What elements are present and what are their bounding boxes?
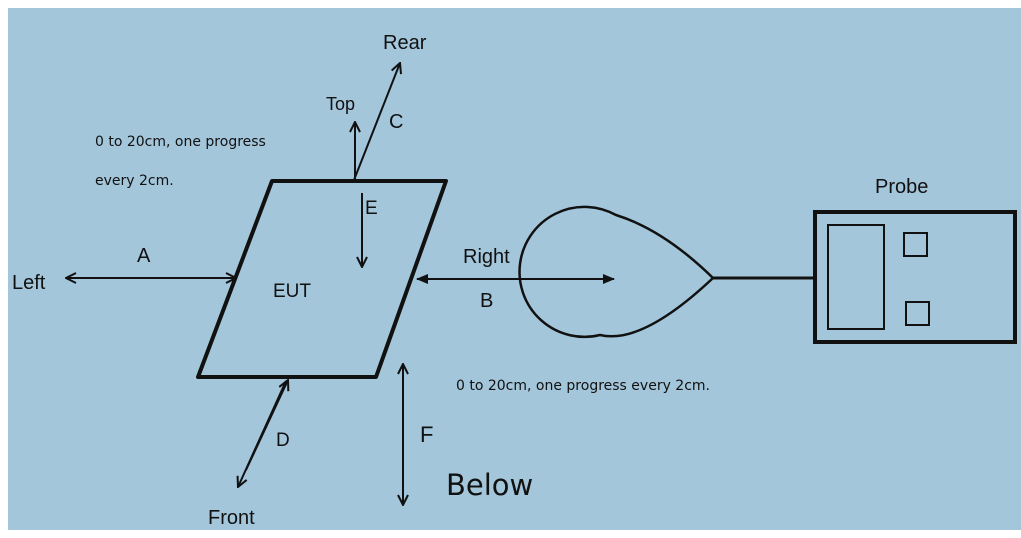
arrow-c-rear [353, 63, 400, 181]
label-f: F [420, 422, 433, 447]
label-b: B [480, 290, 493, 312]
probe-button-upper [903, 232, 928, 257]
label-probe: Probe [875, 176, 928, 198]
eut-body [196, 179, 448, 379]
note-top-line1: 0 to 20cm, one progress [95, 134, 266, 150]
label-e: E [365, 198, 378, 219]
note-right: 0 to 20cm, one progress every 2cm. [456, 378, 710, 394]
background-panel [8, 8, 1021, 530]
probe-button-lower [905, 301, 930, 326]
note-top-line2: every 2cm. [95, 173, 174, 189]
label-left: Left [12, 272, 46, 294]
probe-loop [518, 205, 715, 339]
label-top: Top [326, 94, 355, 114]
label-right: Right [463, 246, 510, 268]
label-a: A [137, 245, 151, 267]
label-c: C [389, 111, 403, 133]
label-below: Below [446, 468, 533, 502]
probe-box [813, 210, 1017, 344]
arrow-d-to-eut [245, 380, 288, 471]
label-rear: Rear [383, 32, 427, 54]
label-eut: EUT [273, 281, 311, 302]
probe-display [827, 224, 885, 330]
label-d: D [276, 430, 290, 451]
label-front: Front [208, 507, 255, 529]
